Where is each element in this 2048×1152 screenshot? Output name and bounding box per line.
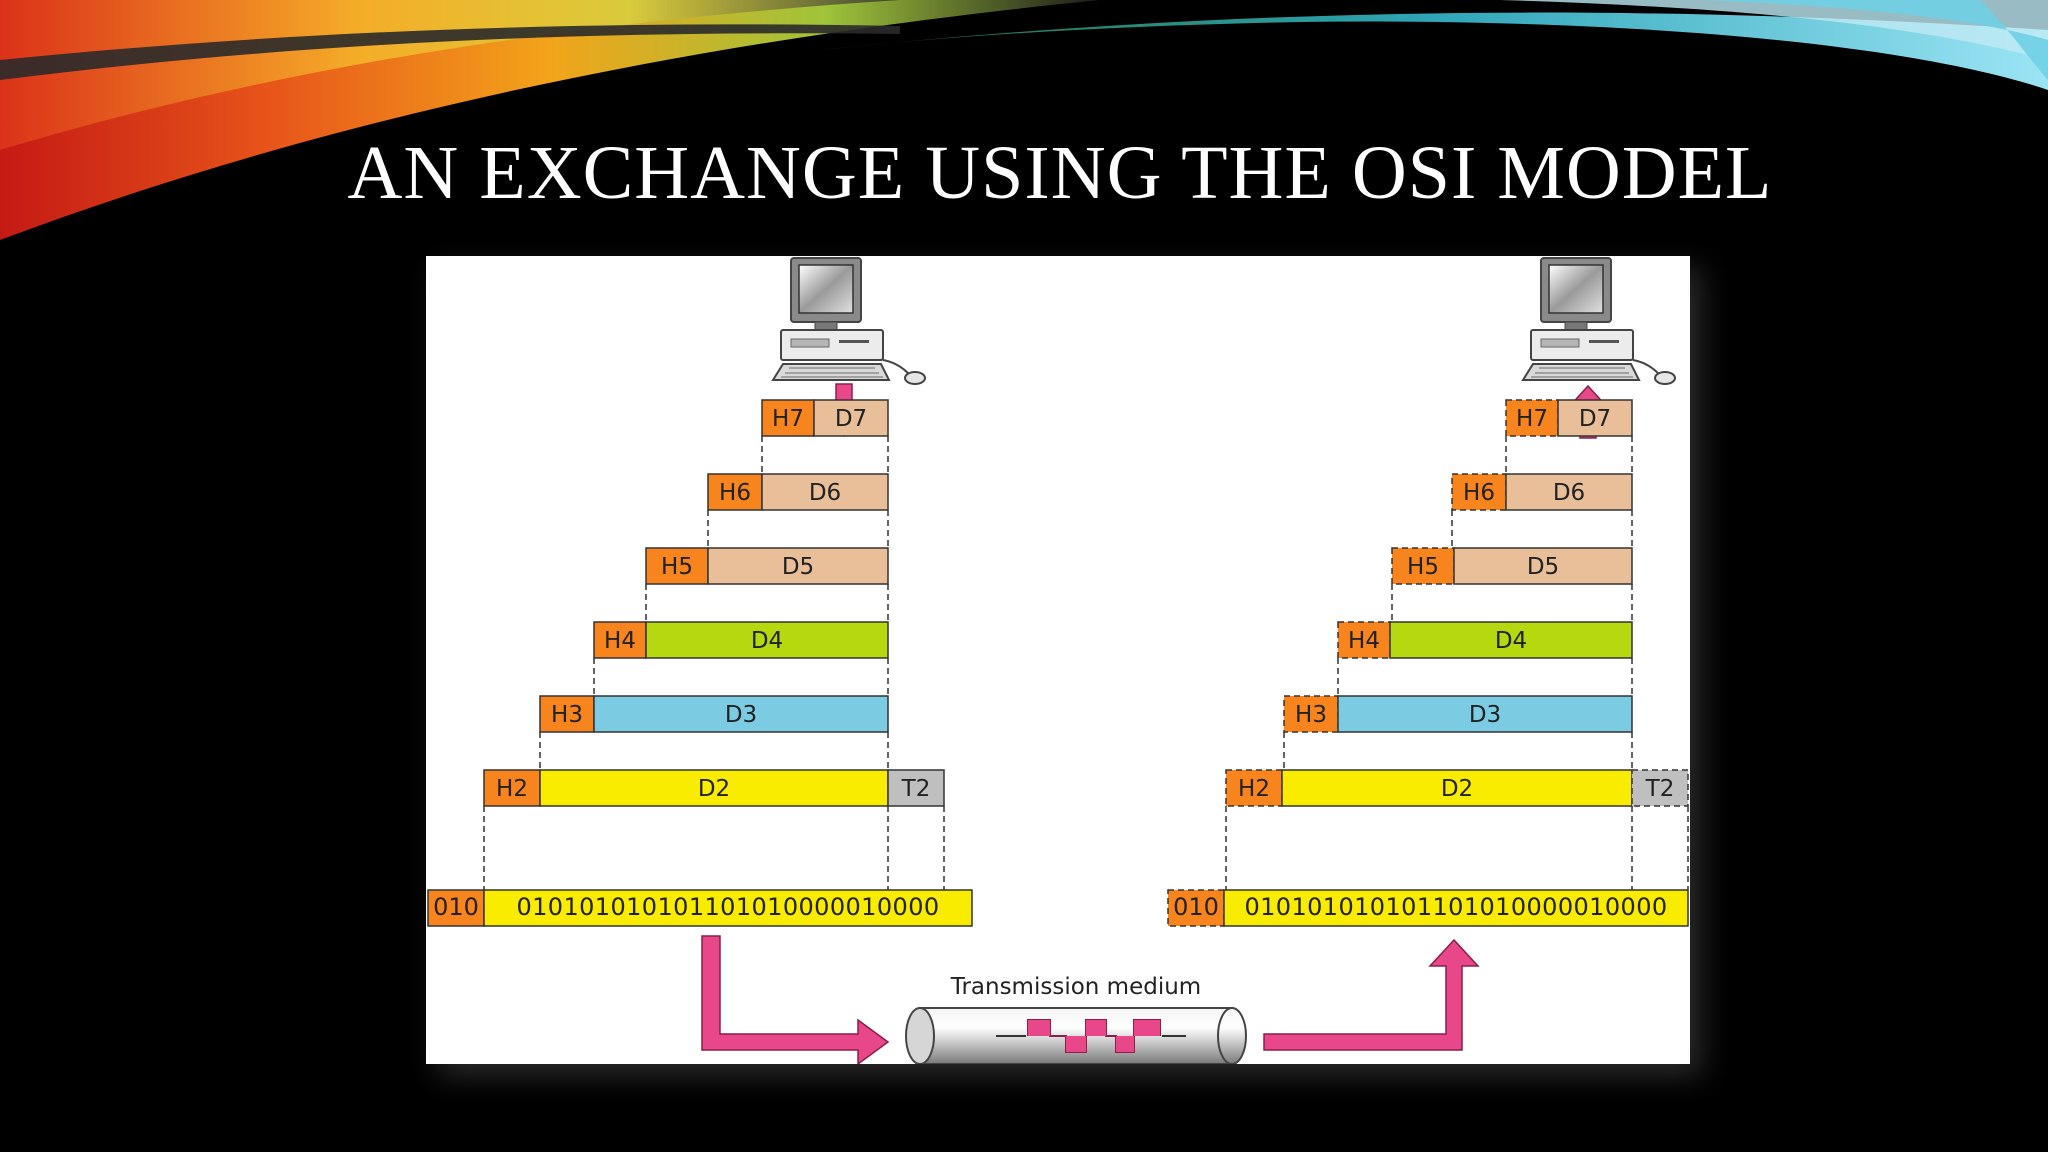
receiver-header-box-h3 [1283, 695, 1339, 733]
sender-data-box-d5 [707, 547, 889, 585]
transmission-medium-label: Transmission medium [950, 974, 1201, 1000]
receiver-header-box-h4 [1337, 621, 1391, 659]
receiver-data-label: D4 [1495, 628, 1527, 654]
to-medium-arrow-icon [701, 935, 890, 1064]
slide-title: AN EXCHANGE USING THE OSI MODEL [347, 131, 1773, 215]
sender-bit-prefix: 010 [433, 893, 479, 921]
receiver-header-box-h2 [1225, 769, 1283, 807]
receiver-trailer-box-t2 [1631, 769, 1689, 807]
sender-computer-icon [771, 257, 926, 385]
sender-header-label: H6 [719, 480, 751, 506]
decorative-banner [0, 0, 2048, 240]
sender-data-label: D5 [782, 554, 814, 580]
sender-data-box-d2 [539, 769, 889, 807]
receiver-data-box-d6 [1505, 473, 1633, 511]
sender-bitstream: 010 010101010101101010000010000 [427, 889, 973, 927]
receiver-data-box-d3 [1337, 695, 1633, 733]
receiver-header-label: H4 [1348, 628, 1380, 654]
sender-header-label: H3 [551, 702, 583, 728]
receiver-data-label: D3 [1469, 702, 1501, 728]
receiver-bitstream-text: 010101010101101010000010000 [1244, 893, 1667, 921]
receiver-data-box-d2 [1281, 769, 1633, 807]
sender-data-box-d4 [645, 621, 889, 659]
sender-header-box-h5 [645, 547, 709, 585]
receiver-data-box-d7 [1557, 399, 1633, 437]
sender-data-label: D7 [835, 406, 867, 432]
receiver-header-box-h7 [1505, 399, 1559, 437]
sender-header-label: H2 [496, 776, 528, 802]
receiver-data-box-d5 [1453, 547, 1633, 585]
receiver-bitstream: 010 010101010101101010000010000 [1167, 889, 1689, 927]
receiver-data-label: D7 [1579, 406, 1611, 432]
sender-data-label: D6 [809, 480, 841, 506]
sender-header-label: H7 [772, 406, 804, 432]
sender-bitstream-text: 010101010101101010000010000 [516, 893, 939, 921]
receiver-header-label: H3 [1295, 702, 1327, 728]
receiver-bit-prefix: 010 [1173, 893, 1219, 921]
sender-header-label: H5 [661, 554, 693, 580]
from-medium-arrow-icon [1263, 938, 1480, 1051]
receiver-data-label: D6 [1553, 480, 1585, 506]
sender-data-label: D2 [698, 776, 730, 802]
sender-data-label: D4 [751, 628, 783, 654]
receiver-header-label: H7 [1516, 406, 1548, 432]
sender-header-box-h6 [707, 473, 763, 511]
sender-data-box-d7 [813, 399, 889, 437]
sender-data-box-d3 [593, 695, 889, 733]
receiver-header-label: H6 [1463, 480, 1495, 506]
receiver-computer-icon [1521, 257, 1676, 385]
receiver-trailer-label: T2 [1645, 776, 1675, 802]
sender-header-label: H4 [604, 628, 636, 654]
receiver-data-label: D2 [1441, 776, 1473, 802]
sender-trailer-box-t2 [887, 769, 945, 807]
sender-header-box-h4 [593, 621, 647, 659]
receiver-header-label: H5 [1407, 554, 1439, 580]
receiver-header-label: H2 [1238, 776, 1270, 802]
sender-data-label: D3 [725, 702, 757, 728]
receiver-data-box-d4 [1389, 621, 1633, 659]
sender-header-box-h2 [483, 769, 541, 807]
sender-data-box-d6 [761, 473, 889, 511]
sender-trailer-label: T2 [901, 776, 931, 802]
transmission-medium-pipe-icon [905, 1007, 1247, 1064]
receiver-data-label: D5 [1527, 554, 1559, 580]
